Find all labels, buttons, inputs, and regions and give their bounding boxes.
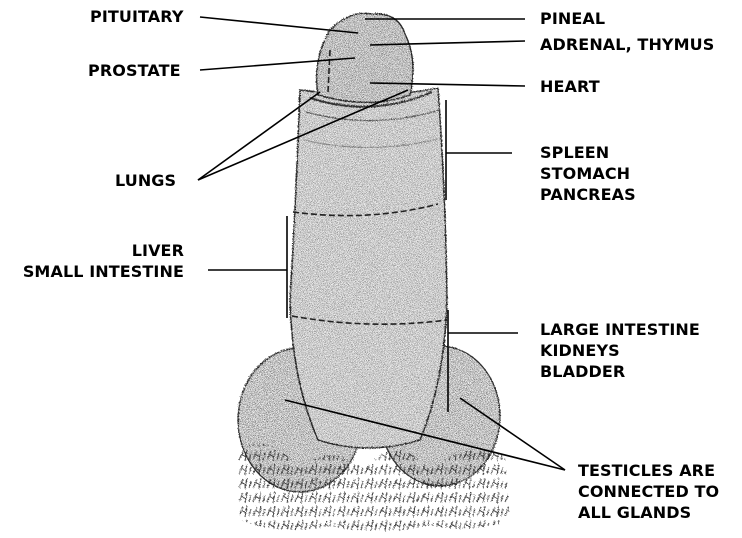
label-spleen: SPLEEN	[540, 142, 636, 163]
label-testicles-line3: ALL GLANDS	[578, 502, 719, 523]
label-liver-group: LIVER SMALL INTESTINE	[8, 240, 184, 282]
label-pituitary: PITUITARY	[90, 6, 184, 27]
label-small-intestine: SMALL INTESTINE	[8, 261, 184, 282]
label-bladder: BLADDER	[540, 361, 700, 382]
label-testicles-line1: TESTICLES ARE	[578, 460, 719, 481]
pointer-pituitary	[200, 17, 358, 33]
label-heart: HEART	[540, 76, 600, 97]
label-testicles-group: TESTICLES ARE CONNECTED TO ALL GLANDS	[578, 460, 719, 523]
label-large-intestine: LARGE INTESTINE	[540, 319, 700, 340]
label-large-intestine-group: LARGE INTESTINE KIDNEYS BLADDER	[540, 319, 700, 382]
label-pancreas: PANCREAS	[540, 184, 636, 205]
label-kidneys: KIDNEYS	[540, 340, 700, 361]
label-testicles-line2: CONNECTED TO	[578, 481, 719, 502]
label-prostate: PROSTATE	[88, 60, 181, 81]
label-lungs: LUNGS	[115, 170, 176, 191]
label-liver: LIVER	[8, 240, 184, 261]
label-spleen-group: SPLEEN STOMACH PANCREAS	[540, 142, 636, 205]
label-adrenal-thymus: ADRENAL, THYMUS	[540, 34, 714, 55]
pubic-hair	[238, 443, 510, 531]
label-stomach: STOMACH	[540, 163, 636, 184]
label-pineal: PINEAL	[540, 8, 605, 29]
